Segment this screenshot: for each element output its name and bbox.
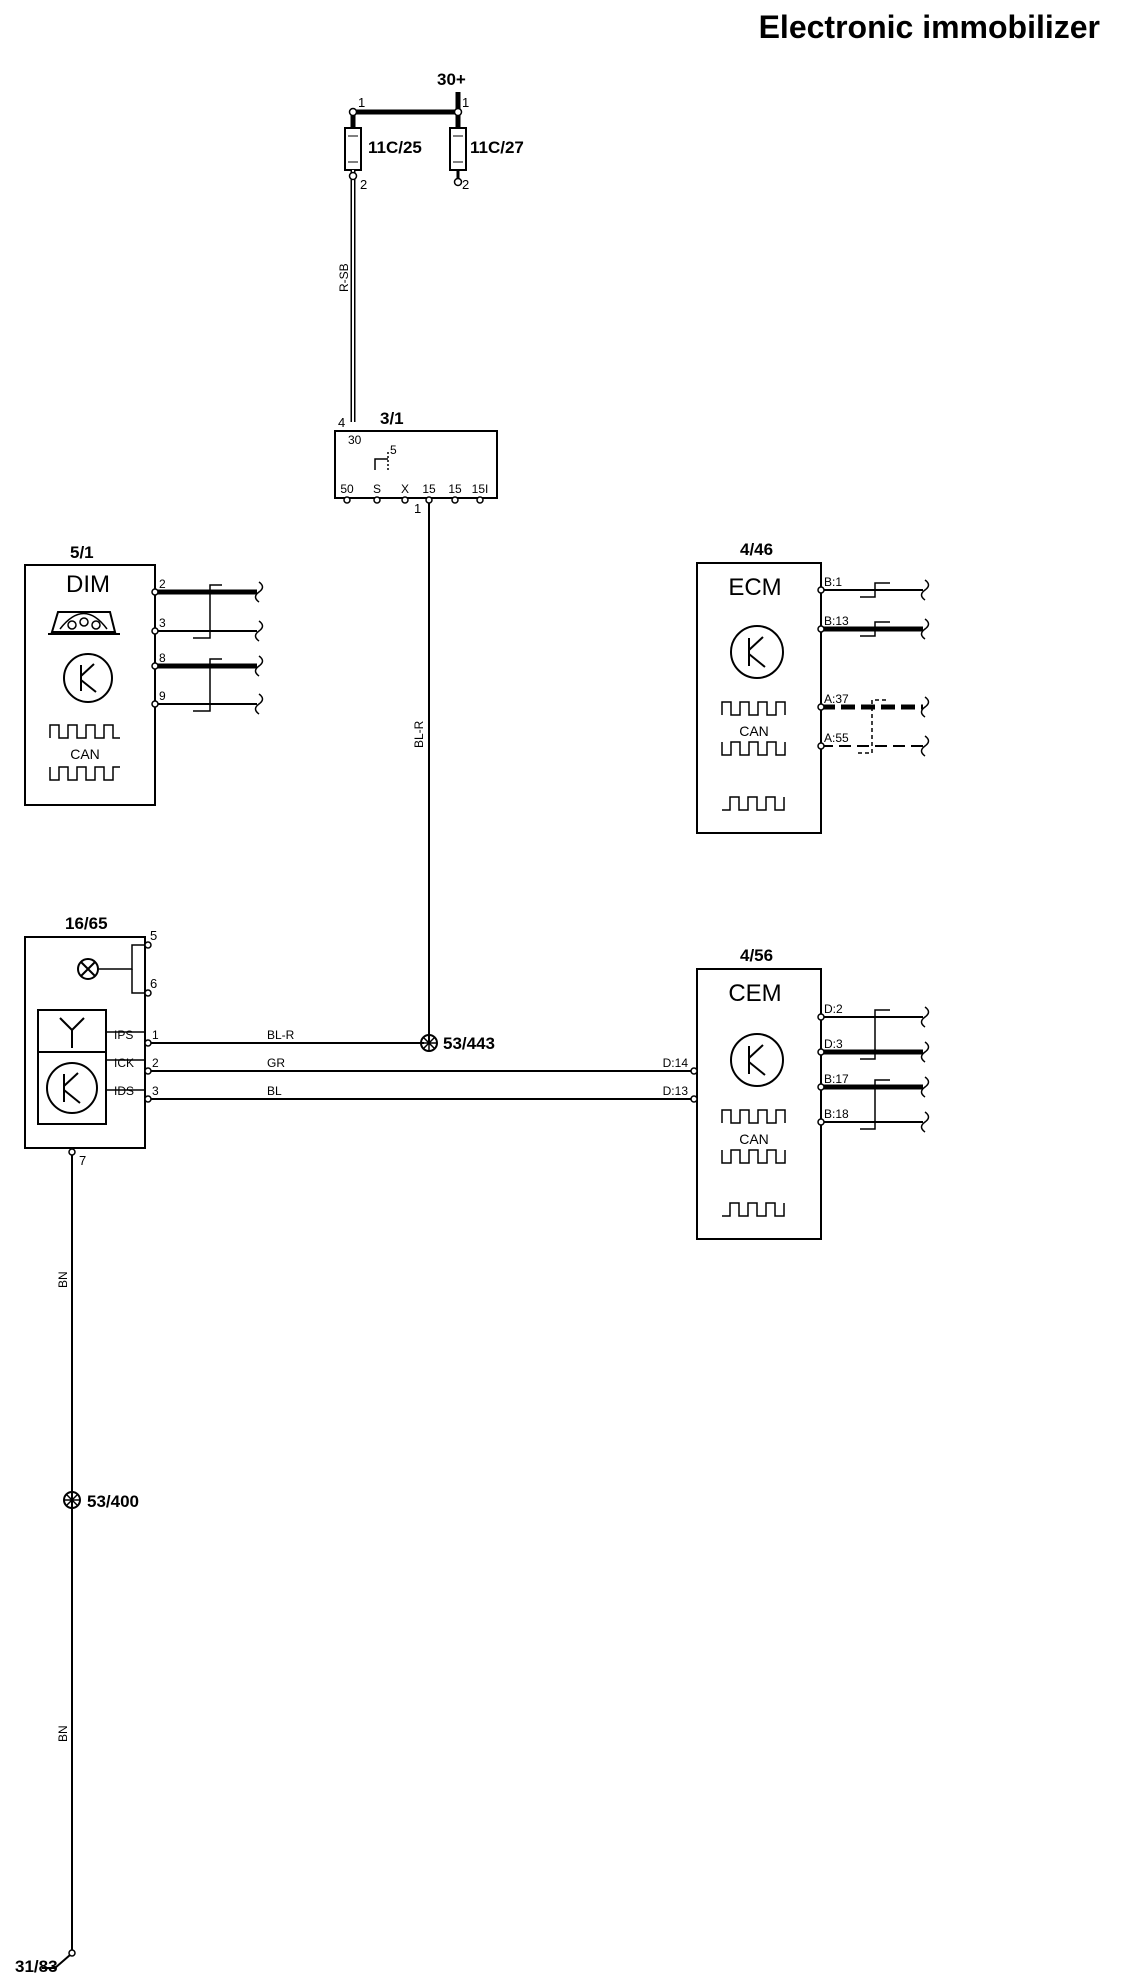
cem-pin-labels: D:2 D:3 B:17 B:18 xyxy=(824,1002,849,1121)
fuse-11c27-pin-out: 2 xyxy=(462,177,469,192)
fuse-11c25-pin-in: 1 xyxy=(358,95,365,110)
svg-text:B:17: B:17 xyxy=(824,1072,849,1086)
immobilizer-lamp-pin-6: 6 xyxy=(150,976,157,991)
cem-pin-dots xyxy=(817,1013,825,1126)
cem-can-label: CAN xyxy=(739,1131,769,1147)
fuse-11c25-pin-out: 2 xyxy=(360,177,367,192)
svg-text:ICK: ICK xyxy=(114,1056,134,1070)
ground-symbol xyxy=(42,1949,76,1969)
svg-text:2: 2 xyxy=(159,577,166,591)
cem-module xyxy=(696,968,822,1240)
ground-wire-color-lower: BN xyxy=(56,1725,70,1742)
ground-wire-color-upper: BN xyxy=(56,1271,70,1288)
svg-text:15: 15 xyxy=(448,482,462,496)
svg-text:A:37: A:37 xyxy=(824,692,849,706)
signal-wire-colors: BL-R GR BL xyxy=(267,1028,295,1098)
svg-text:8: 8 xyxy=(159,651,166,665)
svg-text:D:14: D:14 xyxy=(663,1056,689,1070)
immobilizer-signal-names: IPS ICK IDS xyxy=(114,1028,134,1098)
cem-input-pin-dots xyxy=(690,1067,698,1103)
immobilizer-signal-pins: 1 2 3 xyxy=(152,1028,159,1098)
fuse-11c27-pin-in: 1 xyxy=(462,95,469,110)
ignition-switch-terminal-dots xyxy=(343,496,484,504)
ignition-switch-pin-in: 4 xyxy=(338,415,345,430)
dim-pin-labels: 2 3 8 9 xyxy=(159,577,166,703)
dim-wires xyxy=(155,581,264,715)
svg-text:B:1: B:1 xyxy=(824,575,842,589)
dim-name: DIM xyxy=(66,571,110,598)
signal-wires xyxy=(151,1042,693,1100)
svg-text:3: 3 xyxy=(152,1084,159,1098)
svg-text:50: 50 xyxy=(340,482,354,496)
ecm-wires xyxy=(821,579,930,757)
ignition-switch xyxy=(334,430,498,499)
ecm-can-label: CAN xyxy=(739,723,769,739)
cem-id: 4/56 xyxy=(740,946,773,965)
svg-text:15: 15 xyxy=(422,482,436,496)
fuse-11c25 xyxy=(344,127,362,171)
ignition-switch-id: 3/1 xyxy=(380,409,404,428)
cem-name: CEM xyxy=(728,980,781,1007)
supply-terminal-label: 30+ xyxy=(437,70,466,89)
svg-text:B:13: B:13 xyxy=(824,614,849,628)
ecm-name: ECM xyxy=(728,574,781,601)
svg-text:IDS: IDS xyxy=(114,1084,134,1098)
ecm-module xyxy=(696,562,822,834)
ecm-pin-labels: B:1 B:13 A:37 A:55 xyxy=(824,575,849,745)
svg-text:9: 9 xyxy=(159,689,166,703)
svg-text:3: 3 xyxy=(159,616,166,630)
svg-text:S: S xyxy=(373,482,381,496)
splice-53-443 xyxy=(420,1034,438,1052)
dim-can-label: CAN xyxy=(70,746,100,762)
cem-wires xyxy=(821,1006,930,1133)
ecm-id: 4/46 xyxy=(740,540,773,559)
svg-text:15I: 15I xyxy=(472,482,489,496)
immobilizer-module xyxy=(24,936,148,1149)
ecm-pin-dots xyxy=(817,586,825,750)
svg-text:1: 1 xyxy=(152,1028,159,1042)
svg-text:IPS: IPS xyxy=(114,1028,133,1042)
svg-text:BL-R: BL-R xyxy=(267,1028,295,1042)
ignition-out-wire-color: BL-R xyxy=(412,720,426,748)
immobilizer-ground-pin: 7 xyxy=(79,1153,86,1168)
ignition-switch-pin-out: 1 xyxy=(414,501,421,516)
splice-53-443-label: 53/443 xyxy=(443,1034,495,1053)
dim-pin-dots xyxy=(151,588,159,708)
immobilizer-id: 16/65 xyxy=(65,914,108,933)
supply-section xyxy=(344,92,467,422)
supply-wire-color: R-SB xyxy=(337,263,351,292)
cem-input-pin-labels: D:14 D:13 xyxy=(663,1056,689,1098)
splice-53-400-label: 53/400 xyxy=(87,1492,139,1511)
svg-text:B:18: B:18 xyxy=(824,1107,849,1121)
svg-text:D:2: D:2 xyxy=(824,1002,843,1016)
dim-id: 5/1 xyxy=(70,543,94,562)
ignition-switch-terminal-labels: 50 S X 15 15 15I xyxy=(340,482,488,496)
supply-pin-dots xyxy=(348,107,463,187)
svg-text:X: X xyxy=(401,482,409,496)
svg-text:D:13: D:13 xyxy=(663,1084,689,1098)
ground-point-label: 31/83 xyxy=(15,1957,58,1976)
svg-text:D:3: D:3 xyxy=(824,1037,843,1051)
ignition-switch-contact: 5 xyxy=(390,443,397,457)
dim-module xyxy=(24,564,156,806)
svg-text:BL: BL xyxy=(267,1084,282,1098)
fuse-11c27-label: 11C/27 xyxy=(470,138,524,157)
fuse-11c27 xyxy=(449,127,467,171)
svg-text:A:55: A:55 xyxy=(824,731,849,745)
svg-text:2: 2 xyxy=(152,1056,159,1070)
ignition-switch-in-terminal: 30 xyxy=(348,433,362,447)
diagram-title: Electronic immobilizer xyxy=(759,9,1100,45)
svg-text:GR: GR xyxy=(267,1056,285,1070)
fuse-11c25-label: 11C/25 xyxy=(368,138,422,157)
splice-53-400 xyxy=(63,1491,81,1509)
immobilizer-lamp-pin-5: 5 xyxy=(150,928,157,943)
